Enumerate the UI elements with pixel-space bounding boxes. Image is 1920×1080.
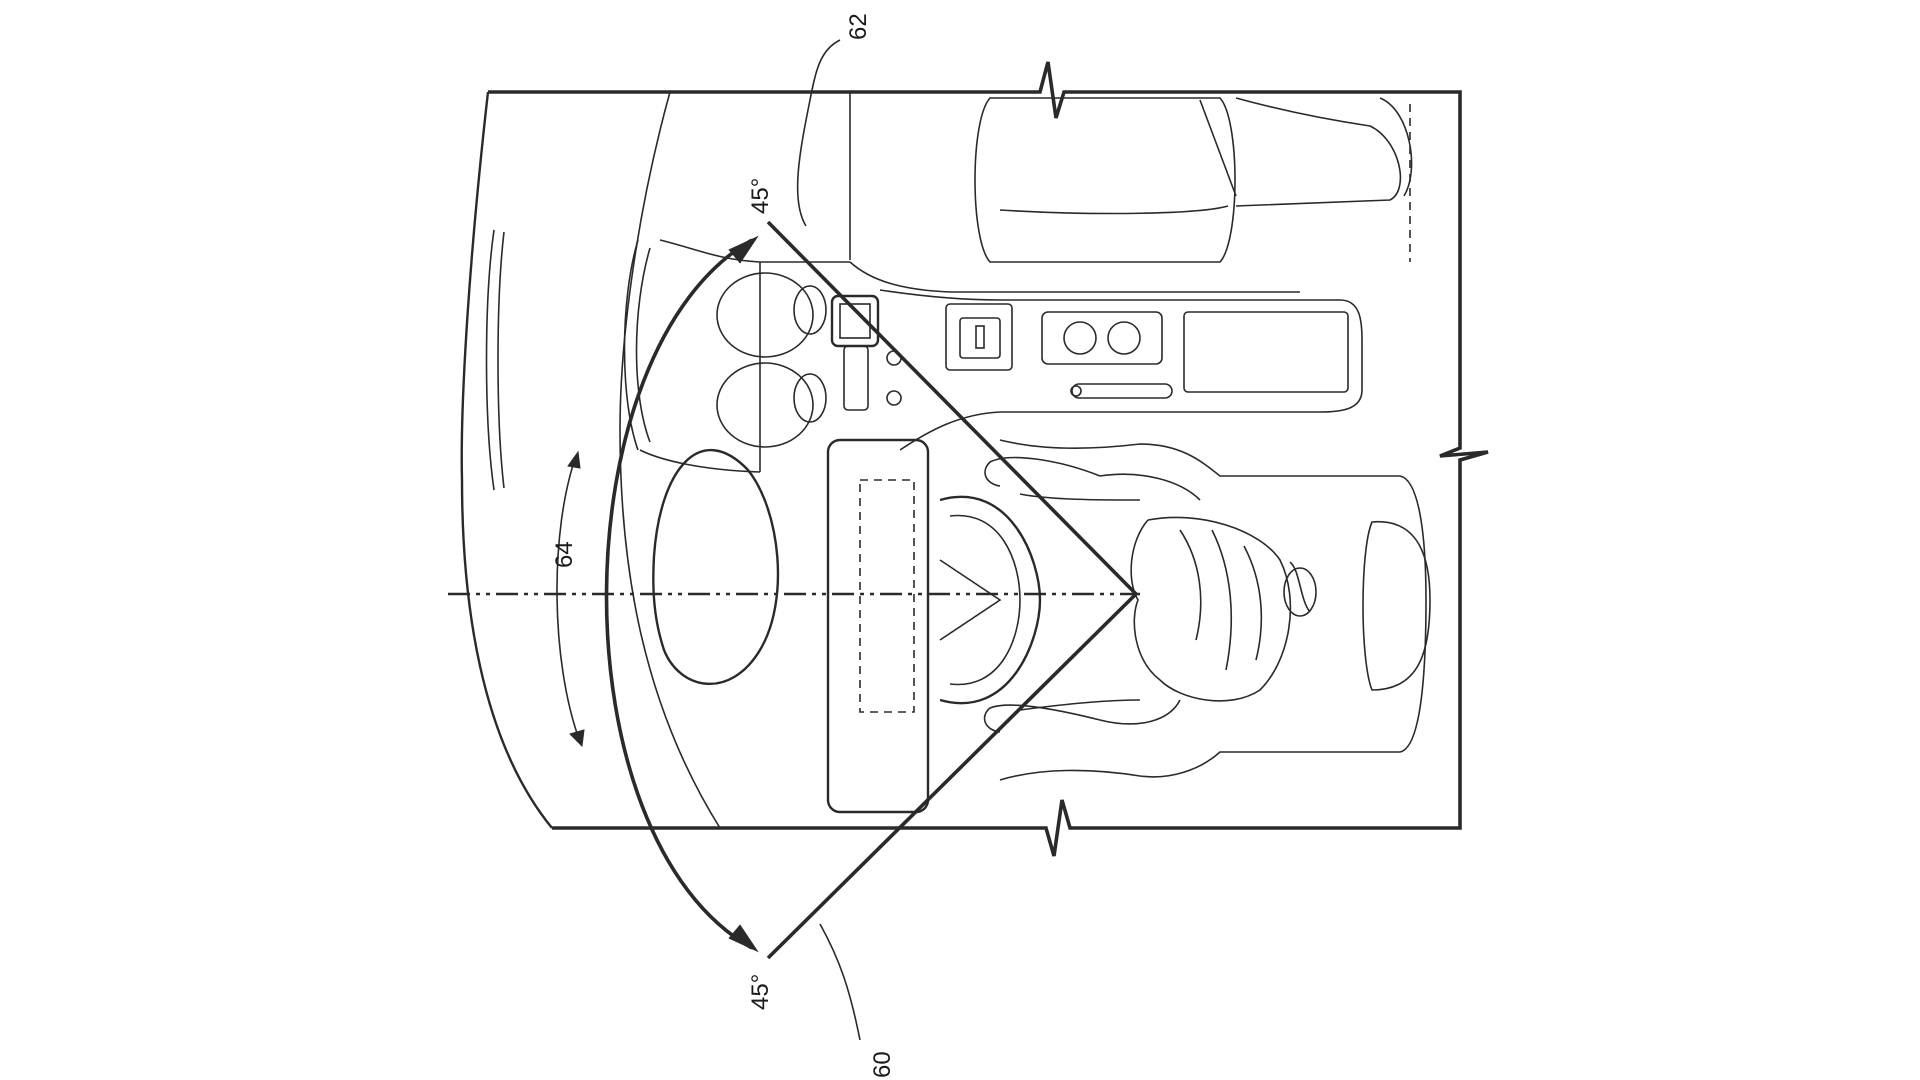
label-angle-top: 45° xyxy=(747,178,774,214)
steering-wheel xyxy=(940,497,1040,703)
arrowhead-top-icon xyxy=(730,238,756,262)
center-display xyxy=(832,296,901,410)
windshield-outline xyxy=(462,92,720,828)
leader-62 xyxy=(798,40,840,226)
driver-seat xyxy=(1000,440,1430,780)
field-of-view-lines xyxy=(768,222,1136,958)
label-ref-64: 64 xyxy=(551,541,578,568)
cabin-frame xyxy=(488,62,1488,856)
center-console xyxy=(880,290,1362,450)
fov-line-62 xyxy=(768,222,1136,594)
air-vents xyxy=(717,273,826,447)
label-ref-60: 60 xyxy=(869,1051,896,1078)
steering-column xyxy=(828,440,928,812)
leader-60 xyxy=(820,924,860,1040)
arrowhead-bottom-icon xyxy=(730,926,756,950)
label-angle-bottom: 45° xyxy=(747,974,774,1010)
instrument-cluster xyxy=(653,450,778,684)
passenger-seat xyxy=(975,98,1412,262)
label-ref-62: 62 xyxy=(845,13,872,40)
small-arrowhead-top-icon xyxy=(568,452,580,468)
dashboard xyxy=(625,92,1301,472)
small-arrowhead-bottom-icon xyxy=(570,730,584,746)
fov-line-60 xyxy=(768,594,1136,958)
range-arrow-64 xyxy=(557,452,584,746)
